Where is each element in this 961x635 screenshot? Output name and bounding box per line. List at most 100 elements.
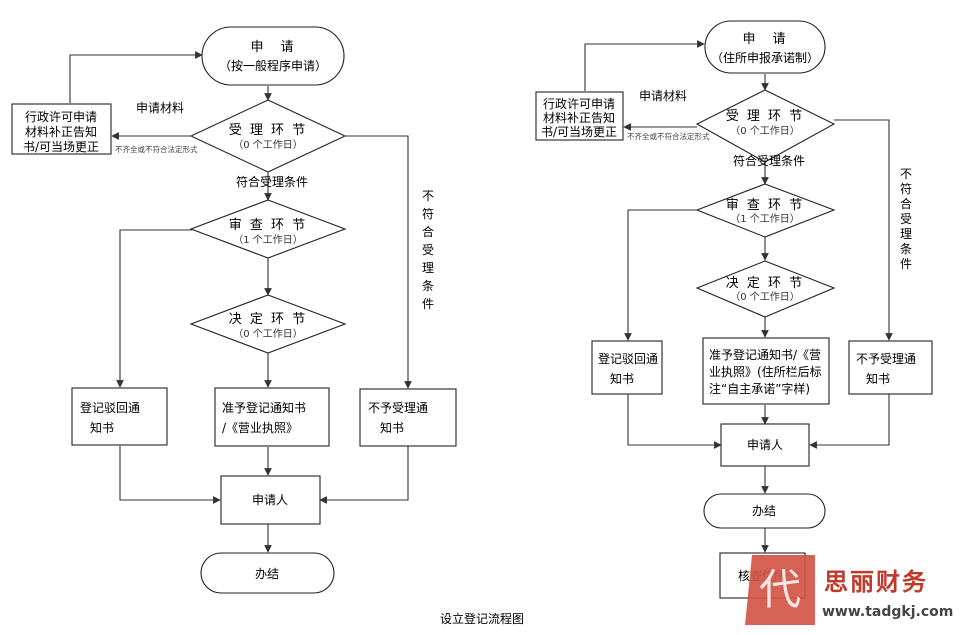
vertical-label-char: 条 [900, 242, 912, 256]
right-reject-line-2: 知书 [610, 372, 634, 386]
left-decide-title: 决 定 环 节 [229, 312, 307, 327]
watermark-logo-mark [745, 555, 815, 625]
right-correction-line-1: 行政许可申请 [543, 97, 615, 111]
right-correction-line-2: 材料补正告知 [543, 111, 615, 125]
right-approve-box [702, 337, 830, 405]
left-correction-line-1: 行政许可申请 [25, 110, 97, 124]
right-correction-line-3: 书/可当场更正 [541, 125, 617, 139]
arrow-r-reject-to-applicant [627, 394, 722, 449]
left-accept-subtitle: （0 个工作日） [233, 139, 303, 151]
right-decide-subtitle: （0 个工作日） [730, 291, 800, 303]
right-noaccept-line-1: 不予受理通 [856, 352, 916, 366]
figure-caption: 设立登记流程图 [440, 611, 524, 626]
right-start-terminator [704, 20, 826, 74]
left-review-title: 审 查 环 节 [229, 218, 307, 233]
right-incomplete-note: 不齐全或不符合法定形式 [627, 131, 710, 141]
vertical-label-char: 理 [900, 227, 912, 241]
right-noaccept-box [848, 340, 933, 395]
arrow-reject-to-applicant [119, 446, 221, 504]
arrow-r-review-to-reject [624, 209, 697, 341]
left-meets-conditions-label: 符合受理条件 [236, 174, 308, 189]
vertical-label-char: 受 [900, 212, 912, 226]
right-end-label: 办结 [752, 503, 776, 518]
right-approve-line-1: 准予登记通知书/《营 [709, 347, 821, 362]
right-review-subtitle: （1 个工作日） [730, 213, 800, 225]
right-approve-line-2: 业执照》(住所栏后标 [709, 364, 822, 379]
right-approve-line-3: 注“自主承诺”字样) [709, 381, 810, 396]
arrow-review-to-reject [116, 229, 192, 388]
right-start-subtitle: （住所申报承诺制） [711, 50, 819, 65]
left-accept-title: 受 理 环 节 [229, 123, 307, 138]
left-approve-line-1: 准予登记通知书 [222, 400, 306, 415]
left-start-title: 申 请 [250, 40, 295, 55]
left-reject-line-1: 登记驳回通 [80, 400, 140, 415]
right-accept-subtitle: （0 个工作日） [730, 125, 800, 137]
vertical-label-char: 合 [900, 196, 912, 211]
left-start-terminator [201, 26, 345, 86]
left-correction-line-2: 材料补正告知 [25, 125, 97, 139]
right-applicant-box [720, 423, 810, 467]
right-reject-box [591, 340, 663, 395]
left-accept-diamond [189, 99, 347, 173]
vertical-label-char: 符 [422, 206, 434, 221]
vertical-label-char: 件 [422, 297, 434, 311]
vertical-label-char: 合 [422, 224, 434, 239]
left-noaccept-line-1: 不予受理通 [368, 401, 428, 415]
left-correction-box [11, 103, 112, 155]
left-approve-box [214, 387, 330, 447]
right-applicant-label: 申请人 [747, 438, 783, 452]
right-reject-line-1: 登记驳回通 [598, 351, 658, 366]
left-reject-box [71, 387, 168, 446]
right-accept-title: 受 理 环 节 [726, 109, 804, 124]
vertical-label-char: 件 [900, 257, 912, 271]
arrow-accept-to-noaccept [345, 135, 412, 389]
left-noaccept-line-2: 知书 [380, 421, 404, 435]
arrow-noaccept-to-applicant [319, 446, 409, 504]
right-apply-materials-label: 申请材料 [639, 89, 687, 103]
watermark-name: 思丽财务 [824, 568, 928, 596]
right-end-terminator [703, 493, 826, 529]
left-noaccept-box [359, 388, 457, 447]
right-decide-diamond [695, 260, 836, 318]
vertical-label-char: 不 [422, 189, 434, 203]
right-correction-box [535, 91, 624, 141]
vertical-label-char: 条 [422, 279, 434, 293]
left-apply-materials-label: 申请材料 [136, 101, 184, 115]
arrow-r-accept-to-noaccept [834, 119, 893, 341]
vertical-label-char: 不 [900, 167, 912, 181]
left-end-label: 办结 [255, 566, 279, 581]
left-end-terminator [200, 552, 335, 594]
right-meets-conditions-label: 符合受理条件 [733, 153, 805, 168]
left-incomplete-note: 不齐全或不符合法定形式 [115, 144, 198, 154]
arrow-r-noaccept-to-applicant [809, 394, 890, 449]
right-noaccept-line-2: 知书 [866, 372, 890, 386]
left-applicant-label: 申请人 [252, 493, 288, 507]
right-review-diamond [695, 183, 836, 238]
vertical-label-char: 符 [900, 181, 912, 196]
left-flowchart: 申 请 （按一般程序申请） 行政许可申请 材料补正告知 书/可当场更正 申请材料… [11, 26, 457, 594]
vertical-label-char: 理 [422, 261, 434, 275]
right-review-title: 审 查 环 节 [726, 198, 804, 213]
left-decide-subtitle: （0 个工作日） [233, 328, 303, 340]
left-decide-diamond [189, 294, 347, 354]
watermark-logo-char: 代 [759, 565, 801, 614]
right-decide-title: 决 定 环 节 [726, 276, 804, 291]
arrow-r-sidebox-to-start [584, 40, 705, 91]
left-applicant-box [220, 475, 321, 525]
right-accept-diamond [695, 89, 836, 163]
left-reject-line-2: 知书 [90, 421, 114, 435]
left-start-subtitle: （按一般程序申请） [219, 58, 327, 73]
left-approve-line-2: /《营业执照》 [222, 421, 298, 435]
right-flowchart: 申 请 （住所申报承诺制） 行政许可申请 材料补正告知 书/可当场更正 申请材料… [535, 20, 933, 599]
watermark: 代 思丽财务 www.tadgkj.com [745, 555, 953, 625]
arrow-sidebox-to-start [69, 51, 203, 103]
right-start-title: 申 请 [742, 32, 787, 47]
vertical-label-char: 受 [422, 243, 434, 257]
watermark-url: www.tadgkj.com [822, 604, 953, 620]
left-review-diamond [189, 199, 347, 259]
left-correction-line-3: 书/可当场更正 [23, 140, 99, 154]
left-review-subtitle: （1 个工作日） [233, 234, 303, 246]
